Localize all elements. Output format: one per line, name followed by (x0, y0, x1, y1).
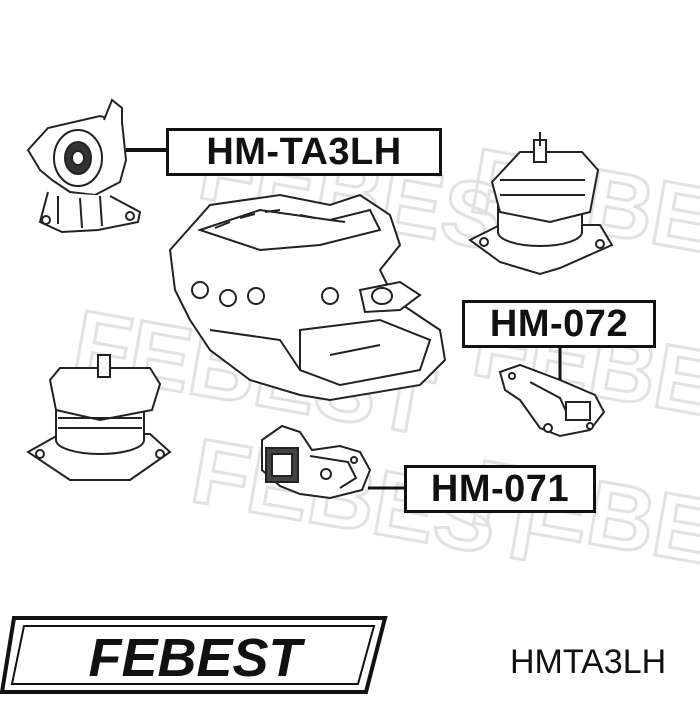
svg-text:FEBEST: FEBEST (88, 628, 305, 688)
callout-hm-ta3lh: HM-TA3LH (166, 128, 442, 176)
part-lower-left-mount (26, 354, 172, 481)
callout-hm-071: HM-071 (404, 465, 596, 513)
callout-label: HM-071 (430, 467, 570, 510)
part-upper-right-mount (468, 132, 614, 276)
callout-hm-072: HM-072 (462, 300, 656, 348)
part-code: HMTA3LH (510, 642, 667, 681)
part-hm-072-bracket (498, 348, 606, 438)
engine-block (168, 193, 447, 402)
callout-label: HM-TA3LH (206, 130, 402, 173)
part-hm-071-bracket (261, 424, 406, 500)
callout-label: HM-072 (489, 302, 629, 345)
part-hm-ta3lh-mount (26, 98, 168, 234)
febest-logo: FEBEST (0, 616, 388, 694)
